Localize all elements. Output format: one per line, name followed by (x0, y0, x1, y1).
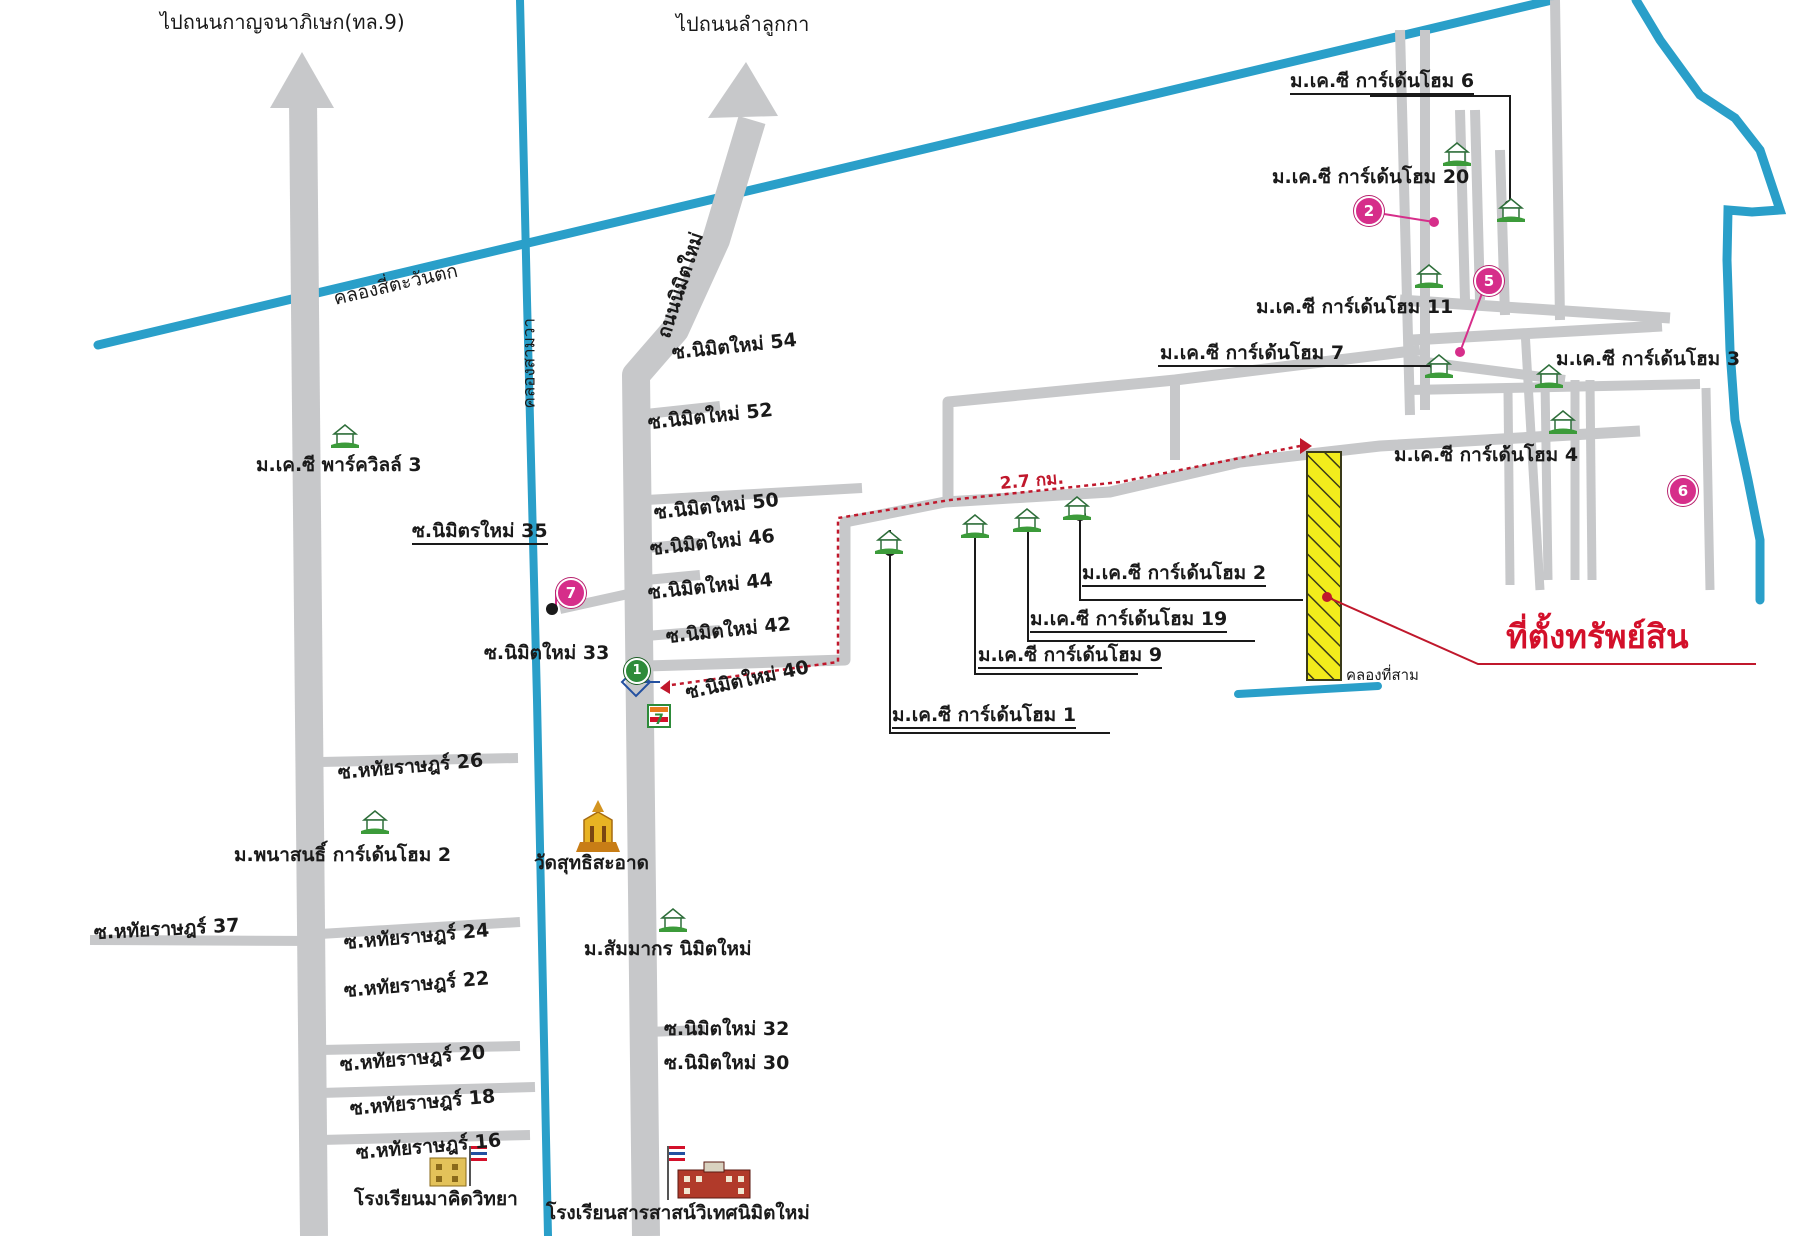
place-kc-gardenhome-1[interactable]: ม.เค.ซี การ์เด้นโฮม 1 (892, 706, 1077, 729)
place-kc-gardenhome-6[interactable]: ม.เค.ซี การ์เด้นโฮม 6 (1290, 72, 1475, 95)
road-label-kanchanaphisek: ไปถนนกาญจนาภิเษก(ทล.9) (160, 10, 405, 34)
target-label: ที่ตั้งทรัพย์สิน (1506, 617, 1689, 656)
soi-nimitmai-33: ซ.นิมิตใหม่ 33 (484, 642, 610, 664)
canal-label-sam-wa: คลองสามวา (519, 317, 540, 409)
marker-1[interactable]: 1 (624, 658, 650, 684)
house-icon (961, 514, 989, 538)
school-makut-icon (429, 1146, 487, 1187)
soi-nimitmai-35: ซ.นิมิตรใหม่ 35 (412, 522, 548, 545)
route-line (663, 444, 1301, 688)
canal-east (1631, 0, 1787, 605)
house-icon (1549, 410, 1577, 434)
house-icon (875, 530, 903, 554)
soi-nimitmai-30: ซ.นิมิตใหม่ 30 (664, 1052, 790, 1074)
house-icon (1535, 364, 1563, 388)
marker-2[interactable]: 2 (1354, 196, 1384, 226)
marker-6[interactable]: 6 (1668, 476, 1698, 506)
place-kc-parkville-3[interactable]: ม.เค.ซี พาร์ควิลล์ 3 (256, 454, 422, 476)
house-icon (659, 908, 687, 932)
canal-label-thi-sam: คลองที่สาม (1346, 666, 1419, 684)
house-icon (1497, 198, 1525, 222)
house-icon (1443, 142, 1471, 166)
place-kc-gardenhome-3[interactable]: ม.เค.ซี การ์เด้นโฮม 3 (1556, 348, 1741, 370)
place-kc-gardenhome-11[interactable]: ม.เค.ซี การ์เด้นโฮม 11 (1256, 296, 1454, 318)
house-icon (1425, 354, 1453, 378)
arrow-north-icon (270, 52, 334, 108)
place-school-sarasas[interactable]: โรงเรียนสารสาสน์วิเทศนิมิตใหม่ (546, 1202, 810, 1224)
house-icon (361, 810, 389, 834)
svg-text:7: 7 (654, 712, 664, 728)
temple-icon (576, 800, 620, 852)
place-sammakorn[interactable]: ม.สัมมากร นิมิตใหม่ (584, 938, 752, 960)
place-wat-sutthisaat[interactable]: วัดสุทธิสะอาด (534, 852, 649, 874)
place-panasan-gardenhome-2[interactable]: ม.พนาสนธิ์ การ์เด้นโฮม 2 (234, 844, 452, 866)
road-hathairat (289, 99, 328, 1236)
target-property[interactable] (1306, 451, 1342, 681)
canal-khlong-si-west (93, 0, 1557, 350)
target-leader (1326, 596, 1756, 665)
school-sarasas-icon (667, 1146, 751, 1200)
canal-khlong-sam-wa (516, 0, 552, 1236)
house-icon (331, 424, 359, 448)
place-kc-gardenhome-20[interactable]: ม.เค.ซี การ์เด้นโฮม 20 (1272, 166, 1470, 188)
house-icon (1415, 264, 1443, 288)
place-kc-gardenhome-7[interactable]: ม.เค.ซี การ์เด้นโฮม 7 (1160, 344, 1345, 367)
place-kc-gardenhome-19[interactable]: ม.เค.ซี การ์เด้นโฮม 19 (1030, 610, 1228, 633)
place-kc-gardenhome-4[interactable]: ม.เค.ซี การ์เด้นโฮม 4 (1394, 444, 1579, 466)
marker-7[interactable]: 7 (556, 578, 586, 608)
canals (93, 0, 1787, 1236)
road-label-lam-luk-ka: ไปถนนลำลูกกา (676, 12, 810, 36)
soi-nimitmai-32: ซ.นิมิตใหม่ 32 (664, 1018, 790, 1040)
house-icon (1013, 508, 1041, 532)
canal-khlong-thi-sam (1234, 682, 1382, 698)
place-kc-gardenhome-9[interactable]: ม.เค.ซี การ์เด้นโฮม 9 (978, 646, 1163, 669)
seven-eleven-icon: 7 (647, 704, 671, 728)
marker-5[interactable]: 5 (1474, 266, 1504, 296)
place-school-makut[interactable]: โรงเรียนมาคิดวิทยา (354, 1188, 518, 1210)
arrow-northeast-icon (708, 62, 778, 118)
place-kc-gardenhome-2[interactable]: ม.เค.ซี การ์เด้นโฮม 2 (1082, 564, 1267, 587)
house-icon (1063, 496, 1091, 520)
